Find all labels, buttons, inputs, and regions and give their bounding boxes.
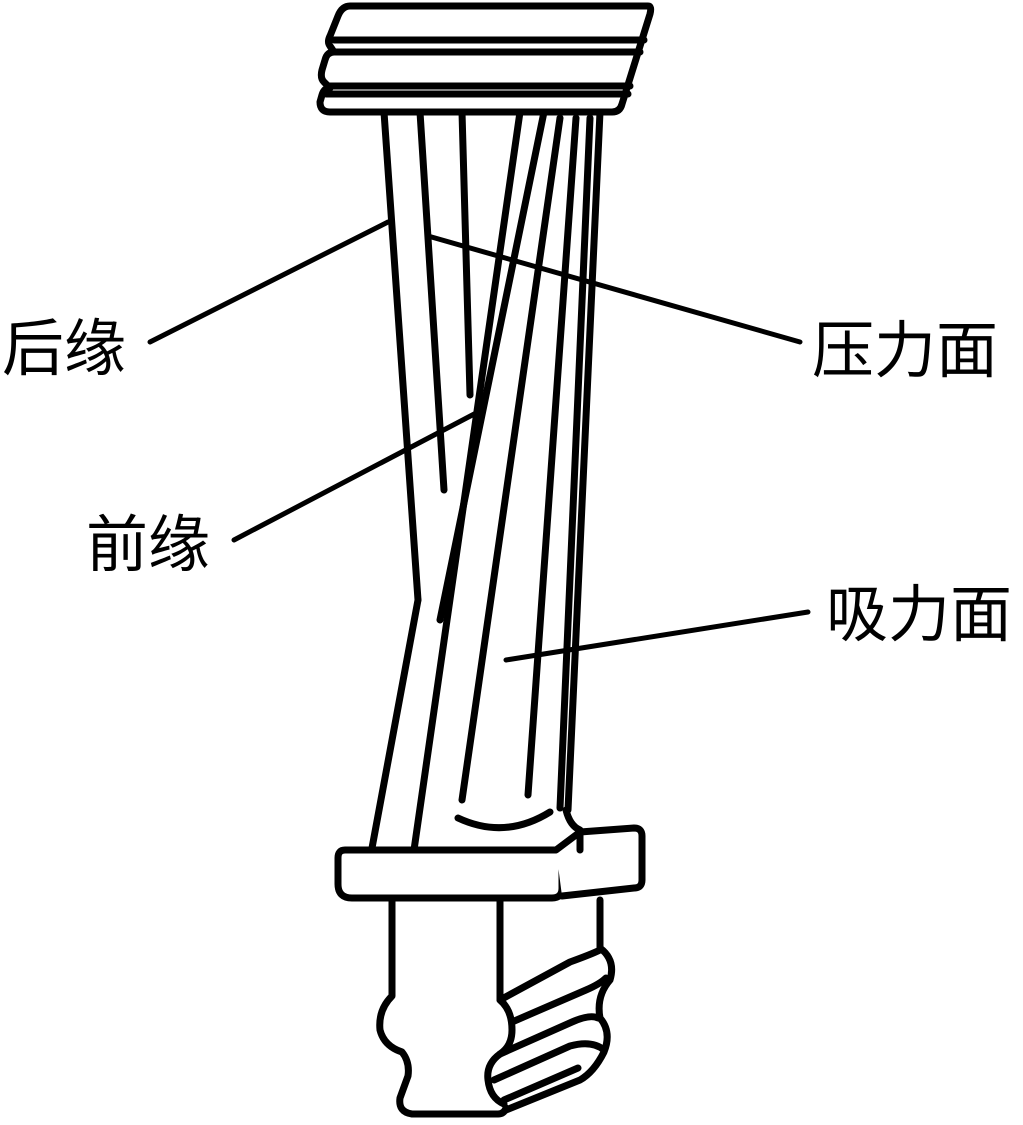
airfoil [368, 108, 604, 854]
label-suction-side: 吸力面 [826, 578, 1012, 651]
tip-shroud [316, 2, 655, 116]
leader-pressure-side [425, 233, 803, 345]
label-leading-edge: 前缘 [86, 508, 210, 581]
label-trailing-edge: 后缘 [2, 312, 126, 385]
label-pressure-side: 压力面 [812, 314, 998, 387]
blade-root [334, 824, 646, 1118]
leader-suction-side [503, 609, 811, 663]
leader-lines [147, 219, 811, 663]
leader-leading-edge [231, 409, 481, 543]
leader-trailing-edge [147, 219, 391, 345]
